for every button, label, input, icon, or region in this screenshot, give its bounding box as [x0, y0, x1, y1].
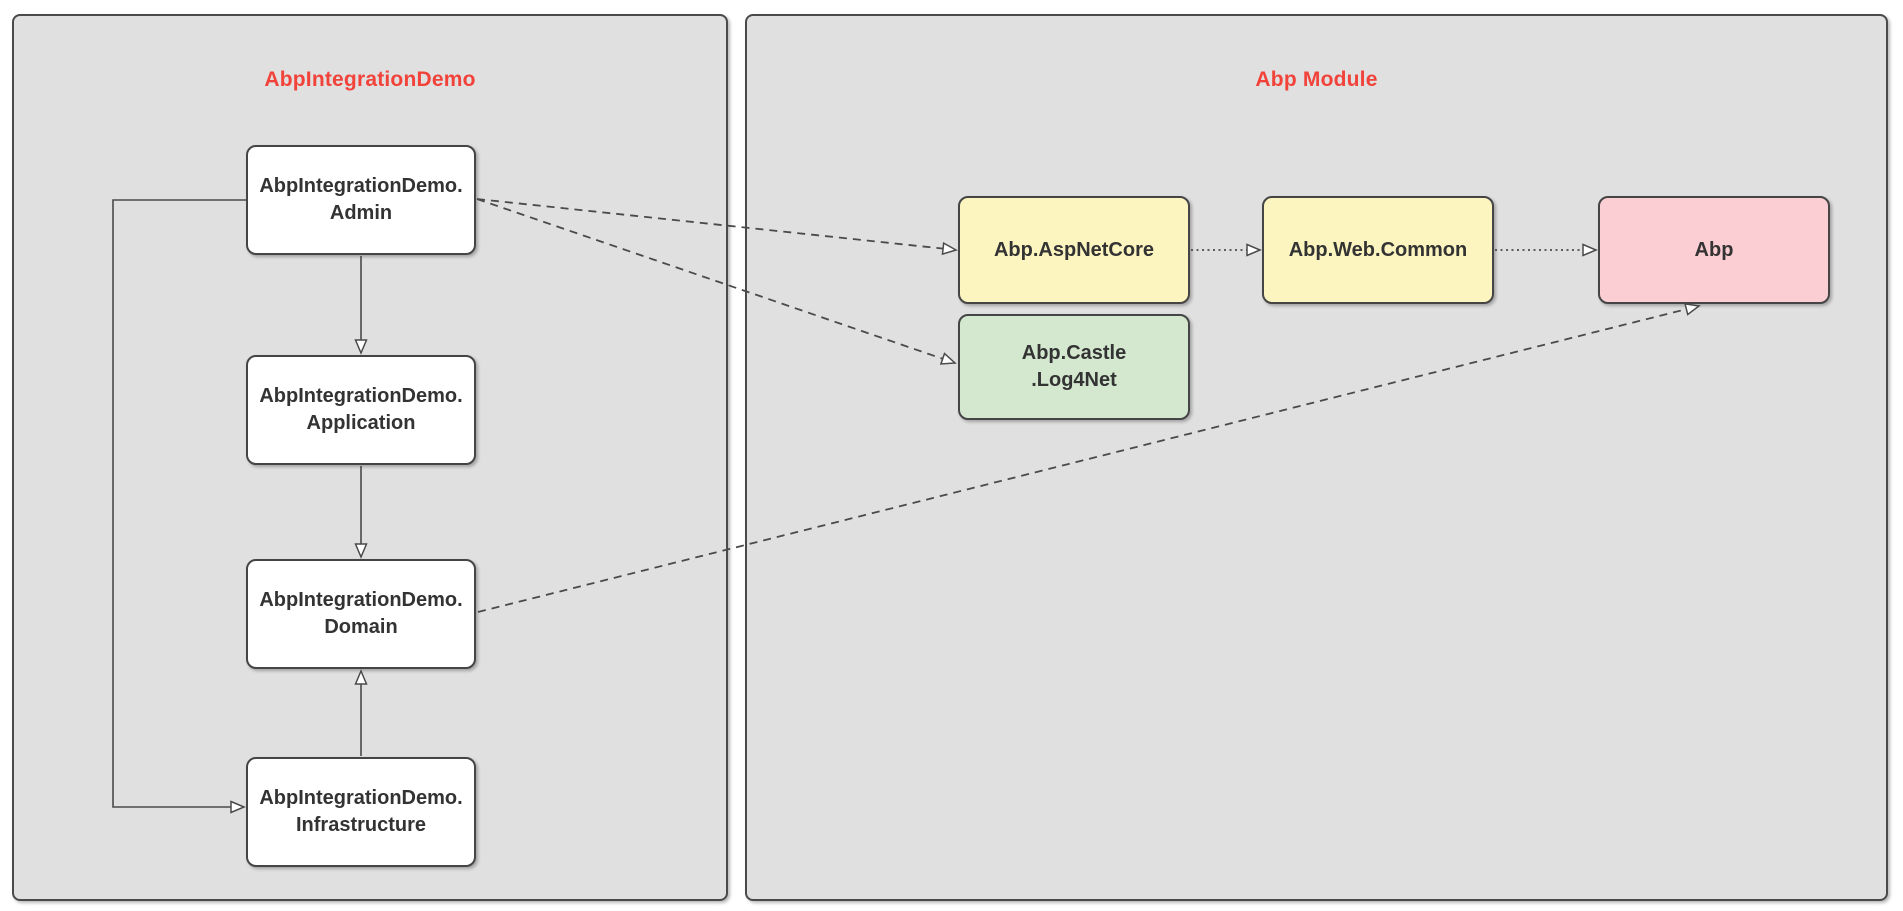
node-label-line: Abp — [1694, 238, 1734, 261]
node-abpintegrationdemo-application[interactable]: AbpIntegrationDemo. Application — [246, 355, 476, 465]
node-abp-web-common[interactable]: Abp.Web.Common — [1262, 196, 1494, 304]
node-abp-castle-log4net[interactable]: Abp.Castle .Log4Net — [958, 314, 1190, 420]
node-abp-aspnetcore[interactable]: Abp.AspNetCore — [958, 196, 1190, 304]
node-abpintegrationdemo-admin[interactable]: AbpIntegrationDemo. Admin — [246, 145, 476, 255]
node-label-line: Admin — [329, 202, 393, 224]
node-abpintegrationdemo-domain[interactable]: AbpIntegrationDemo. Domain — [246, 559, 476, 669]
node-label-line: Abp.Castle — [1021, 342, 1127, 364]
node-label-line: AbpIntegrationDemo. — [259, 787, 463, 809]
node-label-line: Infrastructure — [295, 814, 427, 836]
node-abp[interactable]: Abp — [1598, 196, 1830, 304]
node-label-line: AbpIntegrationDemo. — [259, 385, 463, 407]
node-label-line: AbpIntegrationDemo. — [259, 589, 463, 611]
node-label-line: AbpIntegrationDemo. — [259, 175, 463, 197]
node-label-line: Application — [306, 412, 416, 434]
group-abp-module — [745, 14, 1888, 901]
node-label-line: Abp.Web.Common — [1288, 238, 1468, 261]
node-label-line: Domain — [324, 616, 398, 638]
node-label-line: Abp.AspNetCore — [993, 238, 1154, 261]
group-title-abp-module: Abp Module — [1255, 68, 1378, 91]
node-abpintegrationdemo-infrastructure[interactable]: AbpIntegrationDemo. Infrastructure — [246, 757, 476, 867]
group-title-abpintegrationdemo: AbpIntegrationDemo — [264, 68, 476, 91]
node-label-line: .Log4Net — [1031, 369, 1117, 391]
